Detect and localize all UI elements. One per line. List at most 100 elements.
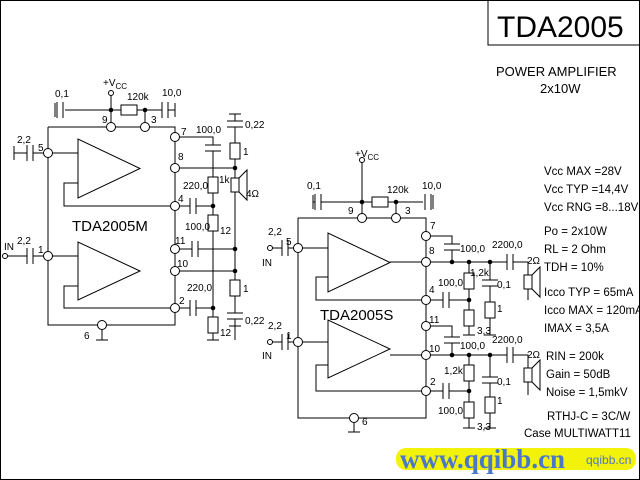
left-circuit-labels: TDA2005M +VCC 9 3 7 5 8 4 11 10 2 1 6 0,… xyxy=(4,78,265,342)
value-label: 0,22 xyxy=(245,120,265,131)
junction-dot xyxy=(210,305,216,311)
resistor xyxy=(484,396,496,414)
resistor xyxy=(120,104,138,116)
value-label: 12 xyxy=(220,328,232,339)
value-label: 1 xyxy=(497,304,503,315)
pin-label: 5 xyxy=(286,237,292,248)
pin-circle xyxy=(106,122,116,132)
pin-circle xyxy=(43,251,53,261)
pin-label: 4 xyxy=(429,285,435,296)
capacitor-gap xyxy=(190,198,196,214)
junction-dot xyxy=(449,259,455,265)
capacitor-gap xyxy=(282,334,288,350)
wire xyxy=(315,364,426,392)
spec-line: Noise = 1,5mkV xyxy=(546,387,628,399)
watermark-highlight xyxy=(396,448,636,470)
terminal xyxy=(359,157,365,163)
capacitor-gap xyxy=(190,300,196,316)
value-label: 1 xyxy=(243,284,249,295)
spec-line: Case MULTIWATT11 xyxy=(524,428,631,440)
capacitor-gap xyxy=(507,254,513,270)
pin-circle xyxy=(293,337,303,347)
watermark-text: www.qqibb.cn xyxy=(400,444,565,474)
junction-dot xyxy=(466,259,472,265)
pin-label: 1 xyxy=(286,331,292,342)
spec-line: IMAX = 3,5A xyxy=(544,323,609,335)
value-label: 0,1 xyxy=(307,181,321,192)
value-label: 0,1 xyxy=(497,377,511,388)
capacitor-gap xyxy=(425,194,431,210)
pin-circle xyxy=(170,163,180,173)
speaker-icon xyxy=(523,274,533,290)
value-label: 120k xyxy=(127,92,150,103)
junction-dot xyxy=(487,352,493,358)
speaker-cone xyxy=(238,168,248,202)
junction-dot xyxy=(232,165,238,171)
value-label: 120k xyxy=(387,185,410,196)
pin-label: 10 xyxy=(177,259,189,270)
value-label: 10,0 xyxy=(162,88,182,99)
capacitor-gap xyxy=(443,383,449,399)
pin-circle xyxy=(170,303,180,313)
value-label: 3,3 xyxy=(477,422,491,433)
resistor xyxy=(484,301,496,319)
wire xyxy=(47,127,176,326)
right-chip-label: TDA2005S xyxy=(320,307,393,324)
value-label: 100,0 xyxy=(185,222,210,233)
spec-line: Icco TYP = 65mA xyxy=(544,287,634,299)
junction-dot xyxy=(359,199,365,205)
opamp-triangle xyxy=(327,232,392,293)
wire xyxy=(426,325,453,355)
capacitor-gap xyxy=(162,102,168,118)
pin-label: 9 xyxy=(348,206,354,217)
speaker-cone xyxy=(531,265,541,299)
junction-dot xyxy=(108,107,114,113)
title: TDA2005 xyxy=(497,11,624,44)
pin-circle xyxy=(293,243,303,253)
capacitor-gap xyxy=(482,280,498,286)
value-label: 12 xyxy=(220,226,232,237)
spec-line: RTHJ-C = 3C/W xyxy=(547,411,630,423)
pin-circle xyxy=(421,321,431,331)
junction-dot xyxy=(142,107,148,113)
title-box xyxy=(487,0,640,46)
capacitor-gap xyxy=(227,121,243,127)
junction-dot xyxy=(210,203,216,209)
resistor xyxy=(207,176,219,194)
pin-circle xyxy=(43,148,53,158)
wire xyxy=(175,136,214,340)
watermark: www.qqibb.cn qqibb.cn xyxy=(396,444,636,474)
specifications: Vcc MAX =28V Vcc TYP =14,4V Vcc RNG =8..… xyxy=(524,166,640,440)
value-label: 1,2k xyxy=(444,366,464,377)
value-label: 1k xyxy=(219,175,231,186)
resistor xyxy=(463,364,475,382)
value-label: 220,0 xyxy=(183,181,208,192)
value-label: 2Ω xyxy=(527,256,541,267)
pin-circle xyxy=(421,257,431,267)
pin-label: 6 xyxy=(84,331,90,342)
value-label: 100,0 xyxy=(460,341,485,352)
capacitor-gap xyxy=(27,145,33,161)
pin-circle xyxy=(170,244,180,254)
spec-line: Vcc RNG =8...18V xyxy=(544,202,639,214)
value-label: 0,1 xyxy=(497,280,511,291)
speaker-icon xyxy=(523,367,533,383)
spec-line: RL = 2 Ohm xyxy=(544,244,606,256)
opamp-triangle xyxy=(77,241,142,301)
value-label: 2200,0 xyxy=(492,240,523,251)
resistor xyxy=(207,316,219,334)
pin-circle xyxy=(391,213,401,223)
speaker-icon xyxy=(230,177,240,193)
left-chip-label: TDA2005M xyxy=(72,218,148,235)
capacitor-gap xyxy=(192,241,198,257)
pin-circle xyxy=(421,350,431,360)
pin-circle xyxy=(421,231,431,241)
value-label: 0,1 xyxy=(55,89,69,100)
capacitor-gap xyxy=(482,377,498,383)
spec-line: TDH = 10% xyxy=(544,262,604,274)
terminal xyxy=(267,339,273,345)
pin-circle xyxy=(170,266,180,276)
wire xyxy=(315,276,426,301)
